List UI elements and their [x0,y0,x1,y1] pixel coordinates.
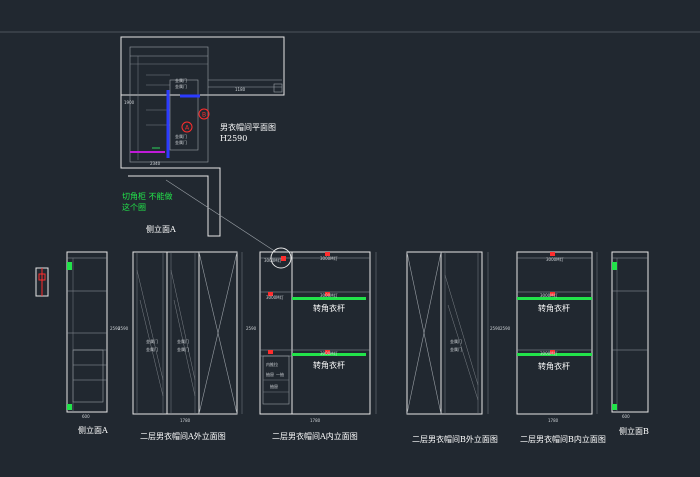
plan-door-sublabel-1: 金属门 [175,83,187,89]
a-outer-dim: 2590 [118,326,129,331]
a-in-low-tag: 3000M灯 [320,350,338,356]
door-a-sublabel-2: 金属门 [177,346,189,352]
b-in-mid-tag-2: 3000M灯 [540,350,558,356]
plan-door-label-2: 金属门 [175,133,187,139]
a-in-block-3: 一抽 [276,371,284,377]
side-elevation-a: 2590 600 侧立面A [66,251,121,435]
plan-door-sublabel-2: 金属门 [175,139,187,145]
plan-dim-bottom: 2340 [150,161,161,166]
a-in-block-4: 抽屉 [270,383,278,389]
elevation-b-inner: 3000M灯 3000M灯 3000M灯 转角衣杆 转角衣杆 2590 1780… [500,251,606,444]
b-outer-dim: 2590 [490,326,501,331]
elevation-a-outer: 金属门 金属门 金属门 金属门 2590 1780 二层男衣帽间A外立面图 [118,251,243,441]
label-side-b: 侧立面B [619,426,649,436]
side-a-top-label: 侧立面A [146,224,176,234]
note-line-1: 切角柜 不能做 [122,191,173,201]
door-a-label-2: 金属门 [177,338,189,344]
a-in-top-tag-2: 3000M灯 [320,255,338,261]
plan-dim-top: 1180 [235,87,246,92]
leader-line [165,179,277,253]
a-inner-dim: 2590 [246,326,257,331]
marker-b-label: B [202,112,206,119]
plan-door-label-1: 金属门 [175,77,187,83]
label-side-a: 侧立面A [78,425,108,435]
marker-a-label: A [185,125,190,132]
a-outer-width: 1780 [180,418,191,423]
b-inner-dim: 2590 [500,326,511,331]
side-a-width: 600 [82,414,90,419]
plan-cabinet [169,79,199,151]
a-in-rail-lower: 转角衣杆 [313,360,345,370]
floor-plan: A B 金属门 金属门 金属门 金属门 1180 1900 2340 男衣帽间平… [120,36,285,237]
door-a-label-1: 金属门 [146,338,158,344]
plan-title: 男衣帽间平面图 [220,122,276,132]
b-in-rail-lower: 转角衣杆 [538,361,570,371]
plan-column [273,83,283,93]
elevation-b-outer: 金属门 金属门 2590 二层男衣帽间B外立面图 [406,251,501,444]
marker-b-circle [198,108,210,120]
a-in-block-2: 抽屉 [266,371,274,377]
side-a-dim: 2590 [110,326,121,331]
plan-lower-wall [120,95,221,237]
side-elevation-b: 600 侧立面B [611,251,649,436]
b-in-rail-upper: 转角衣杆 [538,303,570,313]
b-inner-width: 1780 [548,418,559,423]
a-in-top-tag-1: 3000M灯 [264,257,282,263]
label-elev-b-out: 二层男衣帽间B外立面图 [412,434,498,444]
elevation-a-inner: 3000M灯 3000M灯 3000M灯 3000M灯 3000M灯 转角衣杆 … [246,247,377,441]
side-b-width: 600 [622,414,630,419]
a-inner-width: 1780 [310,418,321,423]
plan-upper-wall [120,36,285,96]
b-in-mid-tag-1: 3000M灯 [540,292,558,298]
a-in-mid-tag-2: 3000M灯 [320,292,338,298]
section-symbol [35,267,49,297]
marker-a-circle [181,121,193,133]
detail-circle [270,247,292,269]
door-b-sublabel: 金属门 [450,346,462,352]
plan-dim-left: 1900 [124,100,135,105]
note-line-2: 这个圈 [122,202,146,212]
a-in-block-1: 内推拉 [266,361,278,367]
plan-scale: H2590 [220,134,247,143]
a-in-rail-upper: 转角衣杆 [313,303,345,313]
label-elev-a-in: 二层男衣帽间A内立面图 [272,431,358,441]
label-elev-a-out: 二层男衣帽间A外立面图 [140,431,226,441]
plan-room-inner [129,46,209,163]
label-elev-b-in: 二层男衣帽间B内立面图 [520,434,606,444]
a-in-mid-tag-1: 3000M灯 [266,294,284,300]
door-a-sublabel-1: 金属门 [146,346,158,352]
b-in-top-tag: 3000M灯 [546,256,564,262]
door-b-label: 金属门 [450,338,462,344]
